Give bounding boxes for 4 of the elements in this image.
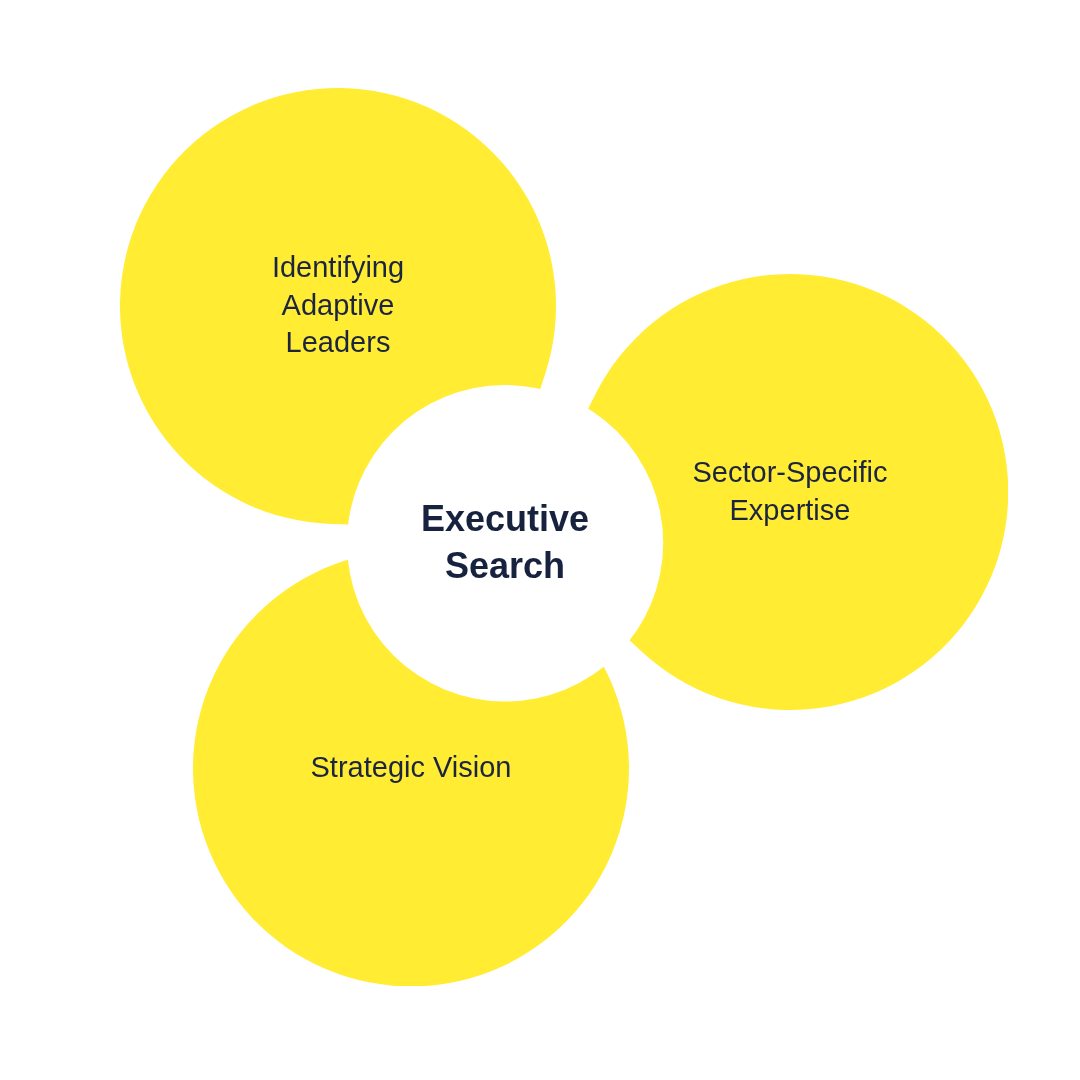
petal-label: Strategic Vision	[309, 750, 513, 786]
center-title: Executive Search	[419, 497, 591, 588]
petal-label: Identifying Adaptive Leaders	[270, 250, 406, 361]
petal-label: Sector-Specific Expertise	[691, 455, 889, 528]
